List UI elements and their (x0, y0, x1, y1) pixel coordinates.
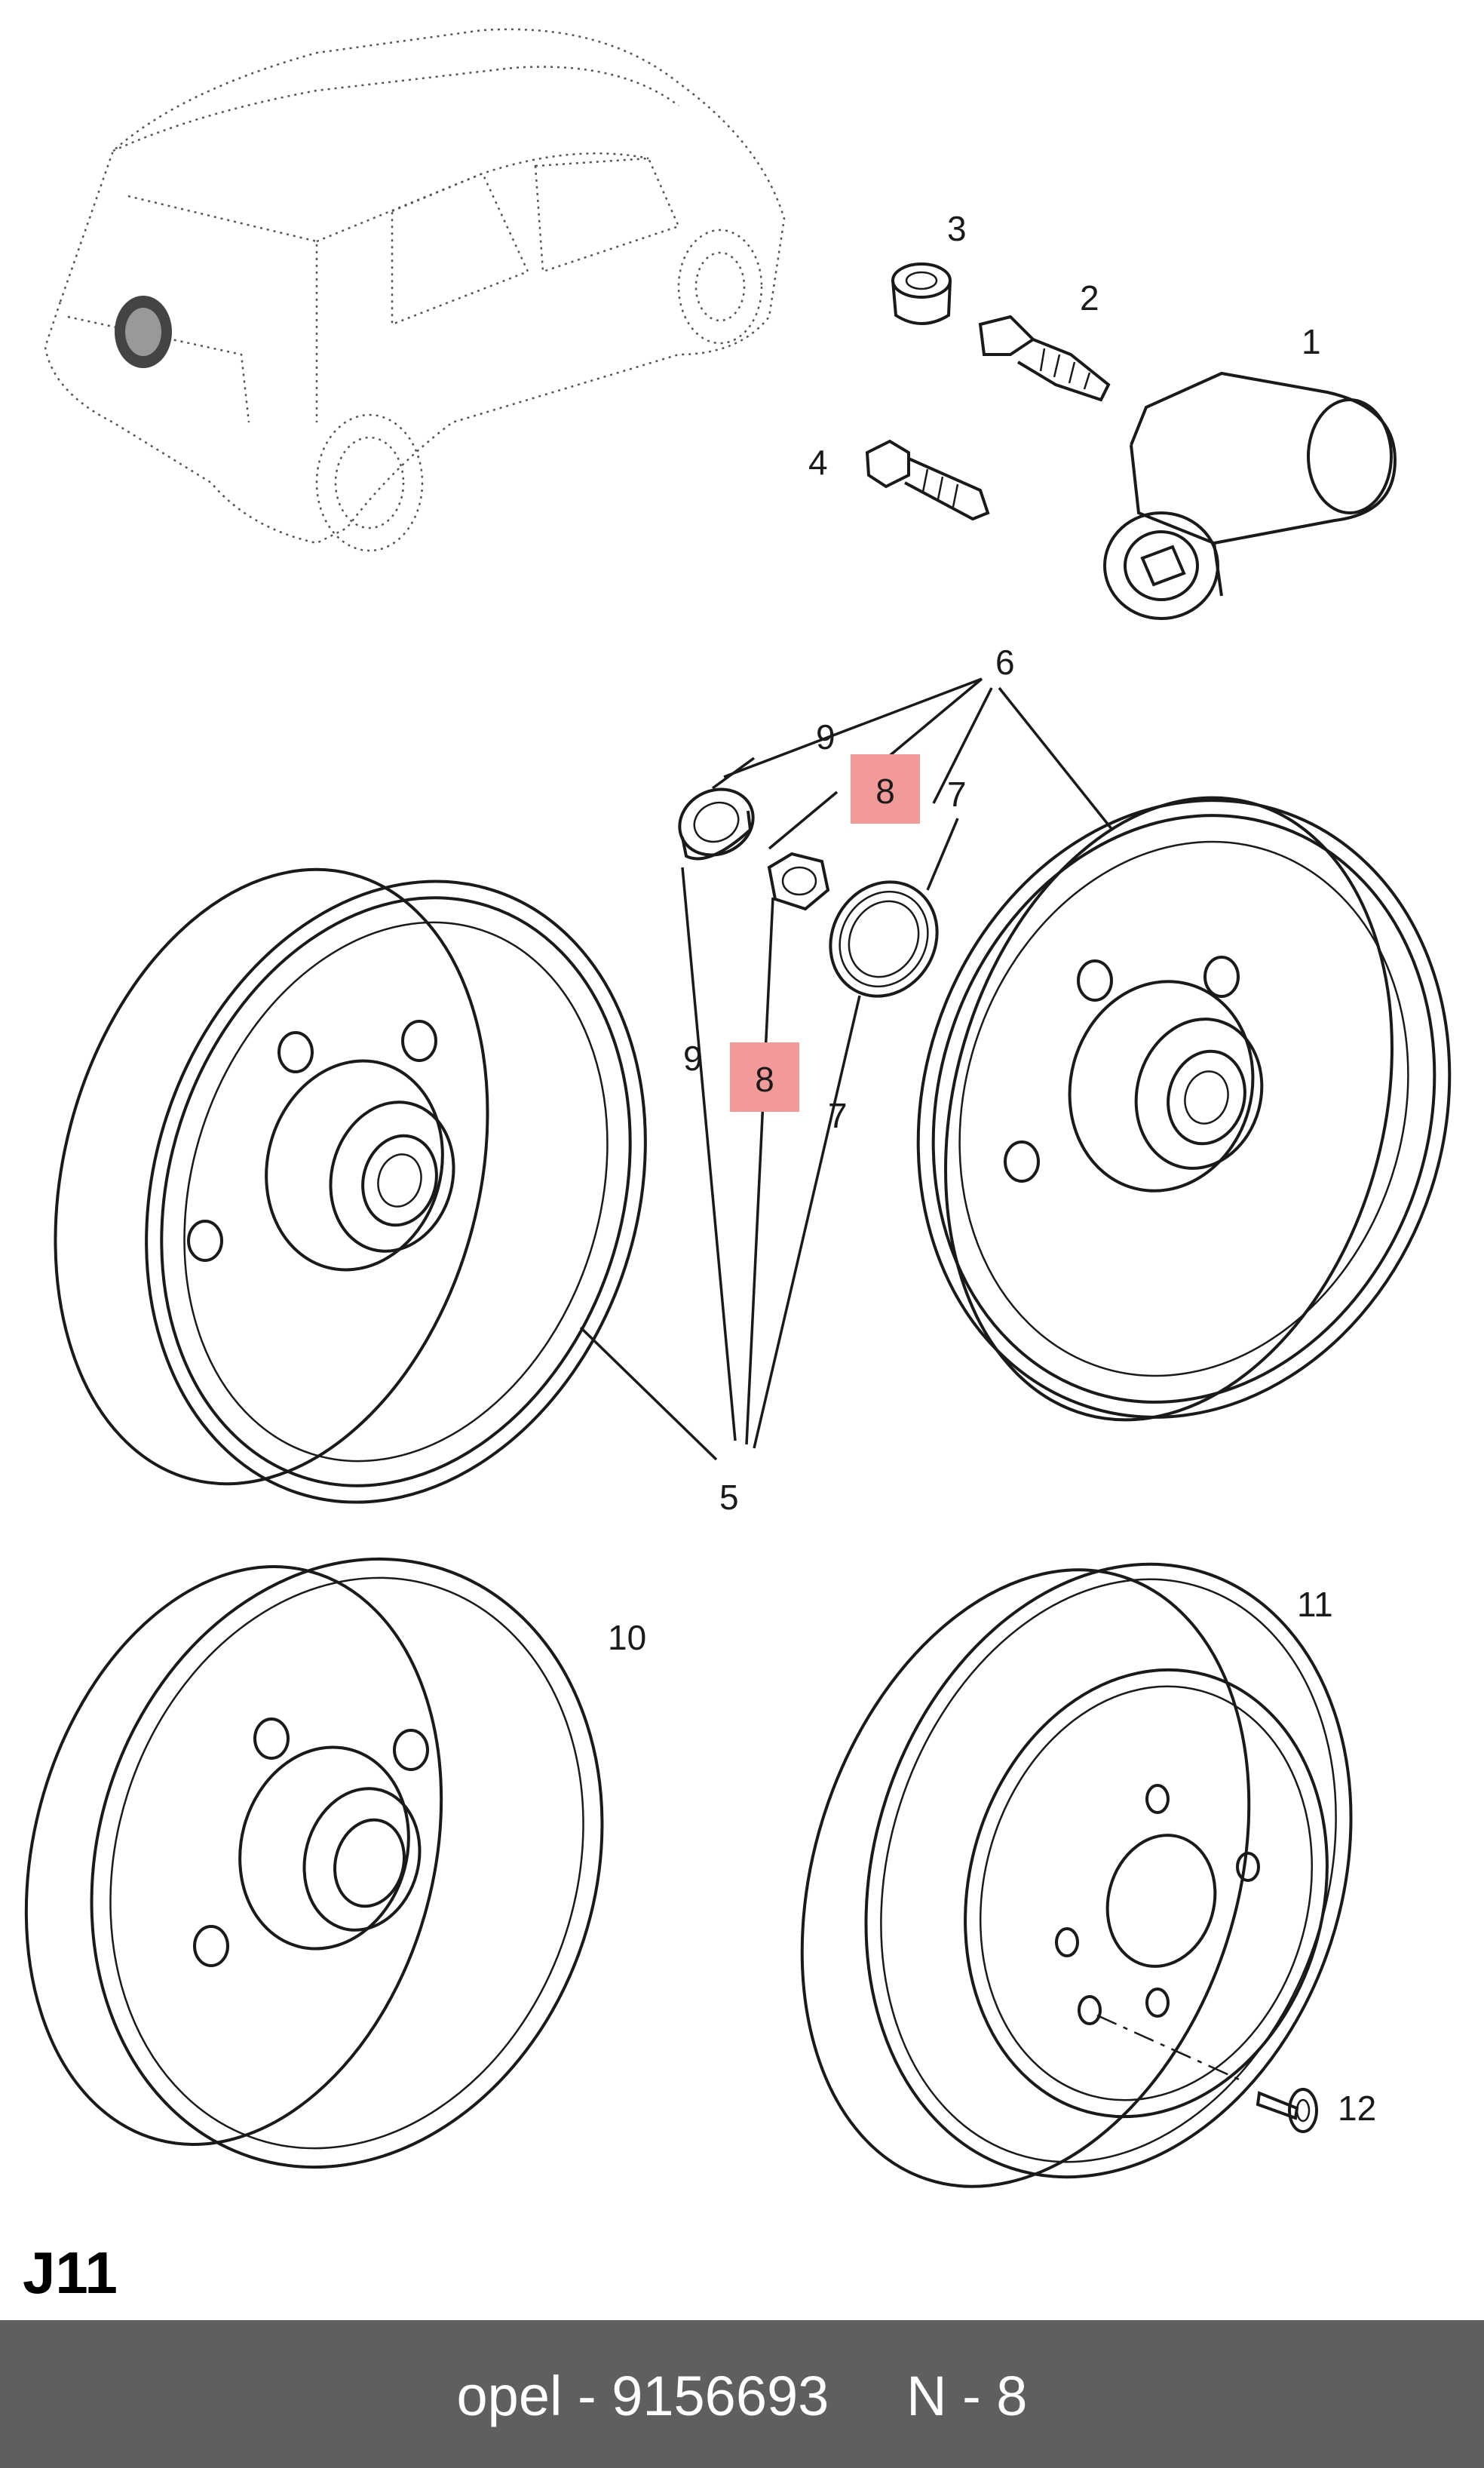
callout-11: 11 (1297, 1585, 1333, 1624)
callout-8-highlight-lower: 8 (730, 1042, 799, 1112)
callout-6: 6 (995, 643, 1015, 682)
callout-10: 10 (608, 1618, 647, 1657)
part-8-nut (767, 852, 830, 911)
footer-ref: N - 8 (906, 2365, 1028, 2427)
callout-9-upper: 9 (816, 717, 836, 757)
callout-4: 4 (808, 443, 828, 482)
part-10-brake-drum (24, 1557, 604, 2169)
part-1-wheel-cylinder (1103, 371, 1397, 620)
callout-9-lower: 9 (683, 1039, 703, 1078)
callout-7-upper: 7 (947, 775, 967, 814)
part-2-bleed-screw (978, 315, 1111, 402)
part-5-brake-drum-left (54, 867, 647, 1504)
part-11-brake-drum (800, 1562, 1353, 2188)
leader-lines (579, 677, 1114, 1461)
sheet-id: J11 (23, 2239, 118, 2306)
callout-8-highlight-upper: 8 (851, 754, 920, 824)
footer-separator: - (577, 2365, 596, 2427)
callout-8-lower: 8 (755, 1060, 774, 1099)
part-4-bolt (865, 439, 990, 521)
callout-2: 2 (1080, 278, 1099, 318)
callout-5: 5 (719, 1478, 739, 1517)
footer-bar: opel - 9156693 N - 8 (0, 2320, 1484, 2468)
callout-3: 3 (947, 209, 967, 248)
part-9-seal (678, 787, 755, 861)
part-5-brake-drum-right (916, 796, 1452, 1422)
callout-7-lower: 7 (828, 1096, 848, 1135)
callout-12: 12 (1338, 2089, 1377, 2128)
car-silhouette (44, 28, 786, 552)
footer-text: opel - 9156693 N - 8 (0, 2364, 1484, 2428)
part-3-bushing (891, 262, 952, 325)
part-12-screw (1256, 2088, 1318, 2133)
footer-part-number: 9156693 (612, 2365, 829, 2427)
part-7-bearing (829, 880, 939, 998)
callout-1: 1 (1302, 322, 1321, 361)
callout-8-upper: 8 (875, 772, 895, 811)
footer-brand: opel (456, 2365, 563, 2427)
